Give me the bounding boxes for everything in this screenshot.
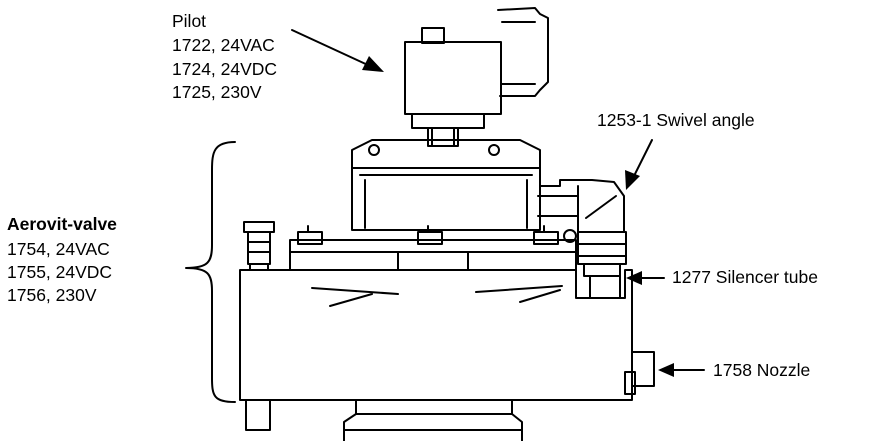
aerovit-title: Aerovit-valve xyxy=(7,214,117,234)
swivel-fitting xyxy=(537,179,627,299)
main-body xyxy=(239,269,655,401)
nozzle-label: 1758 Nozzle xyxy=(713,360,811,380)
pilot-arrow xyxy=(291,29,384,72)
pilot-line-3: 1725, 230V xyxy=(172,82,262,102)
aerovit-brace xyxy=(185,141,236,403)
silencer-tube-label: 1277 Silencer tube xyxy=(672,267,818,287)
pilot-title: Pilot xyxy=(172,11,207,31)
nozzle-arrow xyxy=(658,363,705,377)
aerovit-line-3: 1756, 230V xyxy=(7,285,97,305)
pilot-line-2: 1724, 24VDC xyxy=(172,59,278,79)
silencer-arrow xyxy=(626,271,665,285)
bottom-outlet xyxy=(245,399,523,441)
side-bolt xyxy=(243,221,275,271)
aerovit-line-1: 1754, 24VAC xyxy=(7,239,110,259)
upper-housing xyxy=(351,139,541,231)
flange xyxy=(289,225,577,271)
pilot-solenoid xyxy=(404,7,549,147)
aerovit-line-2: 1755, 24VDC xyxy=(7,262,113,282)
swivel-arrow xyxy=(625,139,653,190)
swivel-angle-label: 1253-1 Swivel angle xyxy=(597,110,755,130)
pilot-line-1: 1722, 24VAC xyxy=(172,35,275,55)
